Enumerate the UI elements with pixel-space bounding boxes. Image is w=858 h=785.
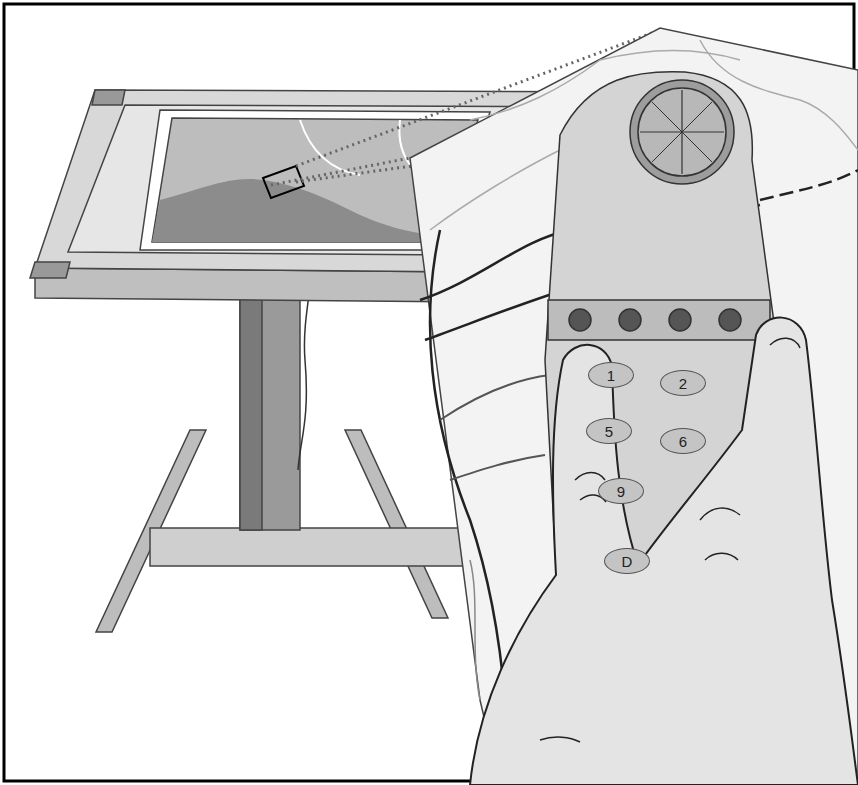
keypad-button: D xyxy=(604,548,650,574)
keypad-button: 1 xyxy=(588,362,634,388)
keypad-button: 5 xyxy=(586,418,632,444)
button-label: 6 xyxy=(679,433,687,450)
keypad-button: 9 xyxy=(598,478,644,504)
zoom-panel xyxy=(410,28,858,785)
button-label: 9 xyxy=(617,483,625,500)
keypad-button: 2 xyxy=(660,370,706,396)
hand xyxy=(470,318,858,785)
button-label: 5 xyxy=(605,423,613,440)
button-label: 2 xyxy=(679,375,687,392)
table-base xyxy=(96,296,470,632)
button-label: 1 xyxy=(607,367,615,384)
keypad-button: 6 xyxy=(660,428,706,454)
button-label: D xyxy=(622,553,633,570)
